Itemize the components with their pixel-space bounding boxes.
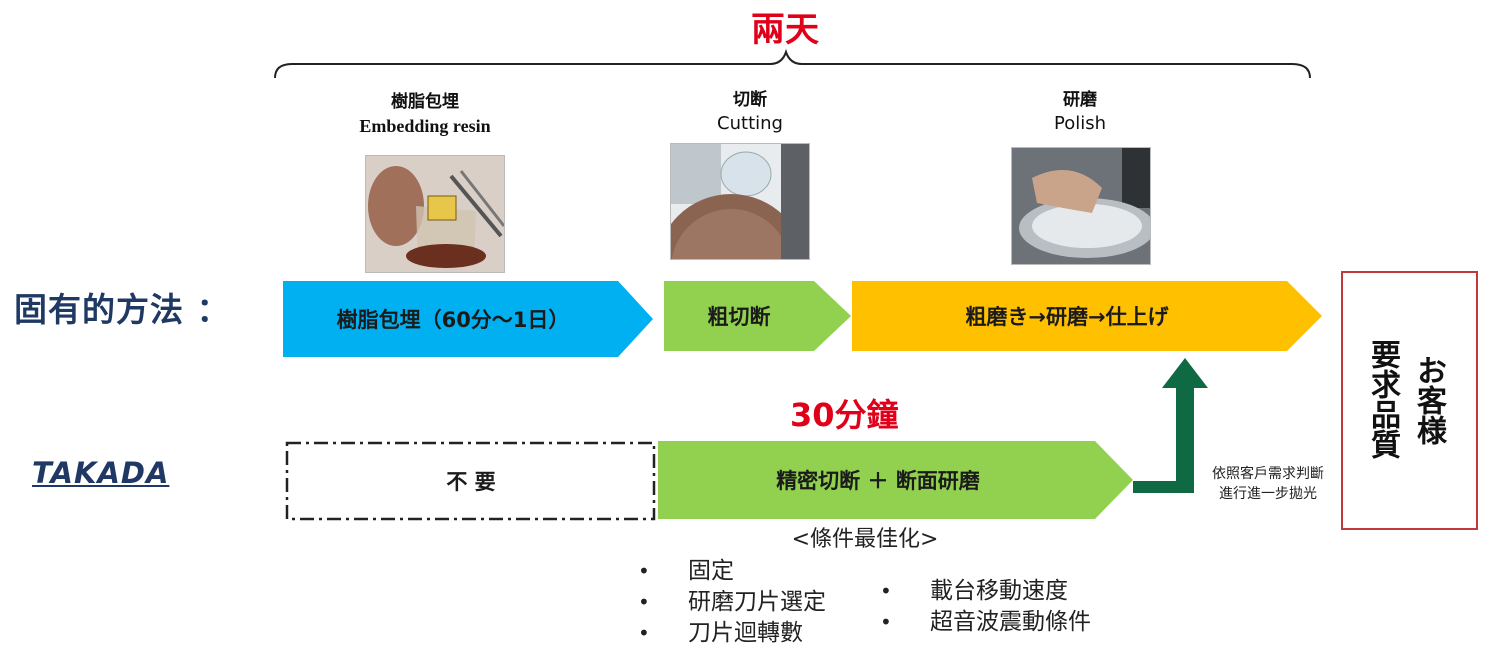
cutting-photo — [670, 143, 810, 260]
step-polish-header: 研磨 Polish — [990, 88, 1170, 136]
arrow-embedding-label: 樹脂包埋（60分～1日） — [336, 308, 570, 332]
arrow-rough-cut-label: 粗切断 — [707, 305, 771, 329]
arrow-precision-shape — [658, 441, 1133, 519]
step-embedding-title-jp: 樹脂包埋 — [391, 92, 459, 112]
duration-brace — [274, 48, 1311, 79]
condition-item: •刀片迴轉數 — [638, 620, 803, 646]
polish-photo — [1011, 147, 1151, 265]
conditions-list-right: •載台移動速度 •超音波震動條件 — [880, 576, 1091, 638]
takada-label: TAKADA — [32, 456, 170, 490]
required-quality-label: 要求品質 — [1365, 339, 1400, 459]
customer-label: お客様 — [1411, 355, 1446, 445]
step-embedding-header: 樹脂包埋 Embedding resin — [320, 90, 530, 138]
arrow-polishing-label: 粗磨き→研磨→仕上げ — [965, 305, 1169, 329]
top-duration-label: 兩天 — [751, 10, 819, 50]
step-polish-title-jp: 研磨 — [1063, 90, 1097, 110]
embedding-resin-photo — [365, 155, 505, 273]
conditions-list-left: •固定 •研磨刀片選定 •刀片迴轉數 — [638, 556, 826, 649]
arrow-precision-label: 精密切断 ＋ 断面研磨 — [776, 469, 980, 493]
note-line-1: 依照客戶需求判斷 — [1212, 466, 1324, 482]
not-needed-box-outline — [285, 441, 656, 521]
step-polish-title-en: Polish — [1053, 113, 1106, 134]
step-cutting-title-en: Cutting — [717, 113, 783, 134]
condition-item: •研磨刀片選定 — [638, 589, 826, 615]
step-embedding-title-en: Embedding resin — [359, 116, 491, 136]
conventional-method-label: 固有的方法 ： — [14, 290, 231, 329]
note-line-2: 進行進一步拋光 — [1219, 486, 1317, 502]
condition-item: •固定 — [638, 558, 734, 584]
arrow-rough-cut-shape — [664, 281, 851, 351]
step-cutting-header: 切断 Cutting — [660, 88, 840, 136]
takada-duration-label: 30分鐘 — [790, 396, 899, 434]
customer-quality-box: お客様 要求品質 — [1341, 271, 1478, 530]
condition-item: •超音波震動條件 — [880, 609, 1091, 635]
arrow-polishing-shape — [852, 281, 1322, 351]
step-cutting-title-jp: 切断 — [733, 90, 767, 110]
not-needed-label: 不 要 — [446, 470, 496, 494]
arrow-embedding-shape — [283, 281, 653, 357]
further-polish-note: 依照客戶需求判斷 進行進一步拋光 — [1193, 464, 1343, 504]
condition-item: •載台移動速度 — [880, 578, 1068, 604]
conditions-title: <條件最佳化> — [791, 527, 939, 552]
connector-up-arrow — [1133, 358, 1208, 493]
